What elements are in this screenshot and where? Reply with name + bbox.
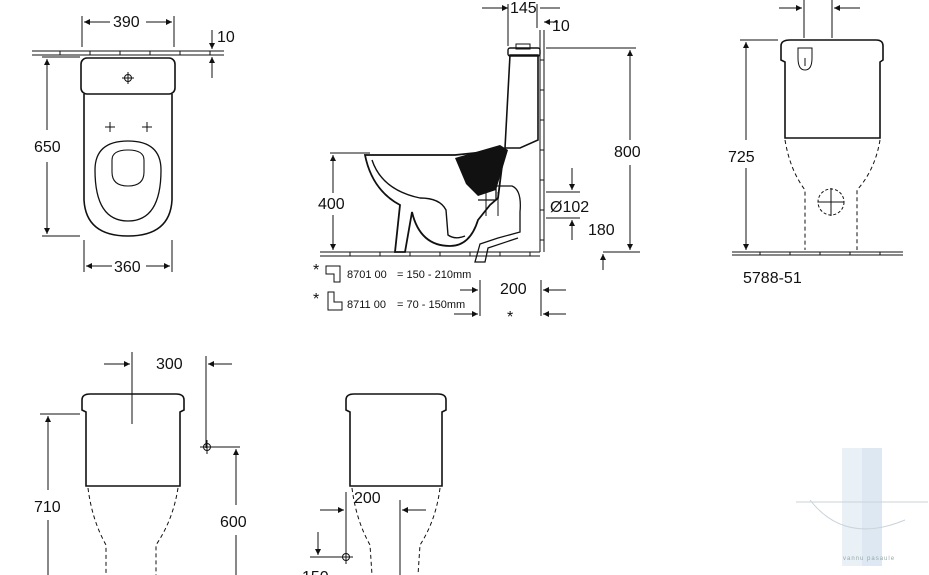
rear-tank-outline bbox=[81, 393, 185, 487]
model-code: 5788-51 bbox=[743, 270, 802, 287]
note-star-bottom: * bbox=[507, 309, 513, 326]
top-view bbox=[32, 16, 224, 272]
dim-top-depth: 650 bbox=[34, 139, 61, 156]
flush-valve-icon bbox=[797, 47, 813, 71]
dim-front-inlet: 150 bbox=[302, 569, 329, 575]
dim-rear-width: 300 bbox=[156, 356, 183, 373]
bowl-outline bbox=[83, 94, 173, 237]
dim-side-top-a: 145 bbox=[510, 0, 537, 17]
kit1-range: = 150 - 210mm bbox=[397, 269, 471, 281]
kit1-code: 8701 00 bbox=[347, 269, 387, 281]
dim-side-seat: 400 bbox=[318, 196, 345, 213]
front-inlet-icon bbox=[339, 550, 353, 564]
wall-line bbox=[32, 50, 224, 56]
pipe-kit-1-icon bbox=[325, 265, 341, 283]
bowl-opening bbox=[111, 149, 145, 187]
floor-line bbox=[320, 251, 540, 257]
dim-side-height: 800 bbox=[614, 144, 641, 161]
dim-rear-height: 710 bbox=[34, 499, 61, 516]
mounting-hole-icon bbox=[105, 122, 152, 132]
side-view bbox=[320, 4, 640, 317]
dim-rear-inlet: 600 bbox=[220, 514, 247, 531]
rear-view bbox=[40, 352, 240, 575]
bowl-hidden-outline bbox=[784, 139, 881, 250]
rear-bowl-hidden bbox=[87, 487, 179, 575]
dim-top-thickness: 10 bbox=[217, 29, 235, 46]
note-star-2: * bbox=[313, 291, 319, 308]
dim-tank-height: 725 bbox=[728, 149, 755, 166]
dim-top-width: 390 bbox=[113, 14, 140, 31]
kit2-code: 8711 00 bbox=[347, 299, 386, 311]
dim-side-offset: 200 bbox=[500, 281, 527, 298]
bowl-section bbox=[363, 148, 506, 253]
bowl-inner bbox=[371, 159, 466, 239]
watermark-logo: vannu pasaule bbox=[796, 448, 928, 566]
watermark-text: vannu pasaule bbox=[843, 556, 895, 562]
trap-hatch bbox=[455, 145, 508, 196]
note-star: * bbox=[313, 262, 319, 279]
flush-button-icon bbox=[122, 72, 134, 84]
dim-top-base: 360 bbox=[114, 259, 141, 276]
pipe-kit-2-icon bbox=[327, 291, 343, 311]
dim-side-outlet: 180 bbox=[588, 222, 615, 239]
cistern-section bbox=[504, 54, 539, 149]
front-view bbox=[310, 393, 447, 575]
tank-outline bbox=[80, 57, 176, 95]
dim-side-pipe: Ø102 bbox=[550, 199, 589, 216]
kit2-range: = 70 - 150mm bbox=[397, 299, 465, 311]
tank-height-view bbox=[732, 0, 903, 256]
seat-outline bbox=[94, 140, 162, 222]
wall-vertical bbox=[539, 30, 545, 252]
cistern-lid bbox=[507, 47, 541, 57]
dim-front-width: 200 bbox=[354, 490, 381, 507]
tank-body bbox=[780, 39, 884, 139]
outlet-pipe bbox=[474, 185, 521, 263]
front-tank-outline bbox=[345, 393, 447, 487]
floor-line-right bbox=[732, 251, 903, 256]
dim-side-top-b: 10 bbox=[552, 18, 570, 35]
